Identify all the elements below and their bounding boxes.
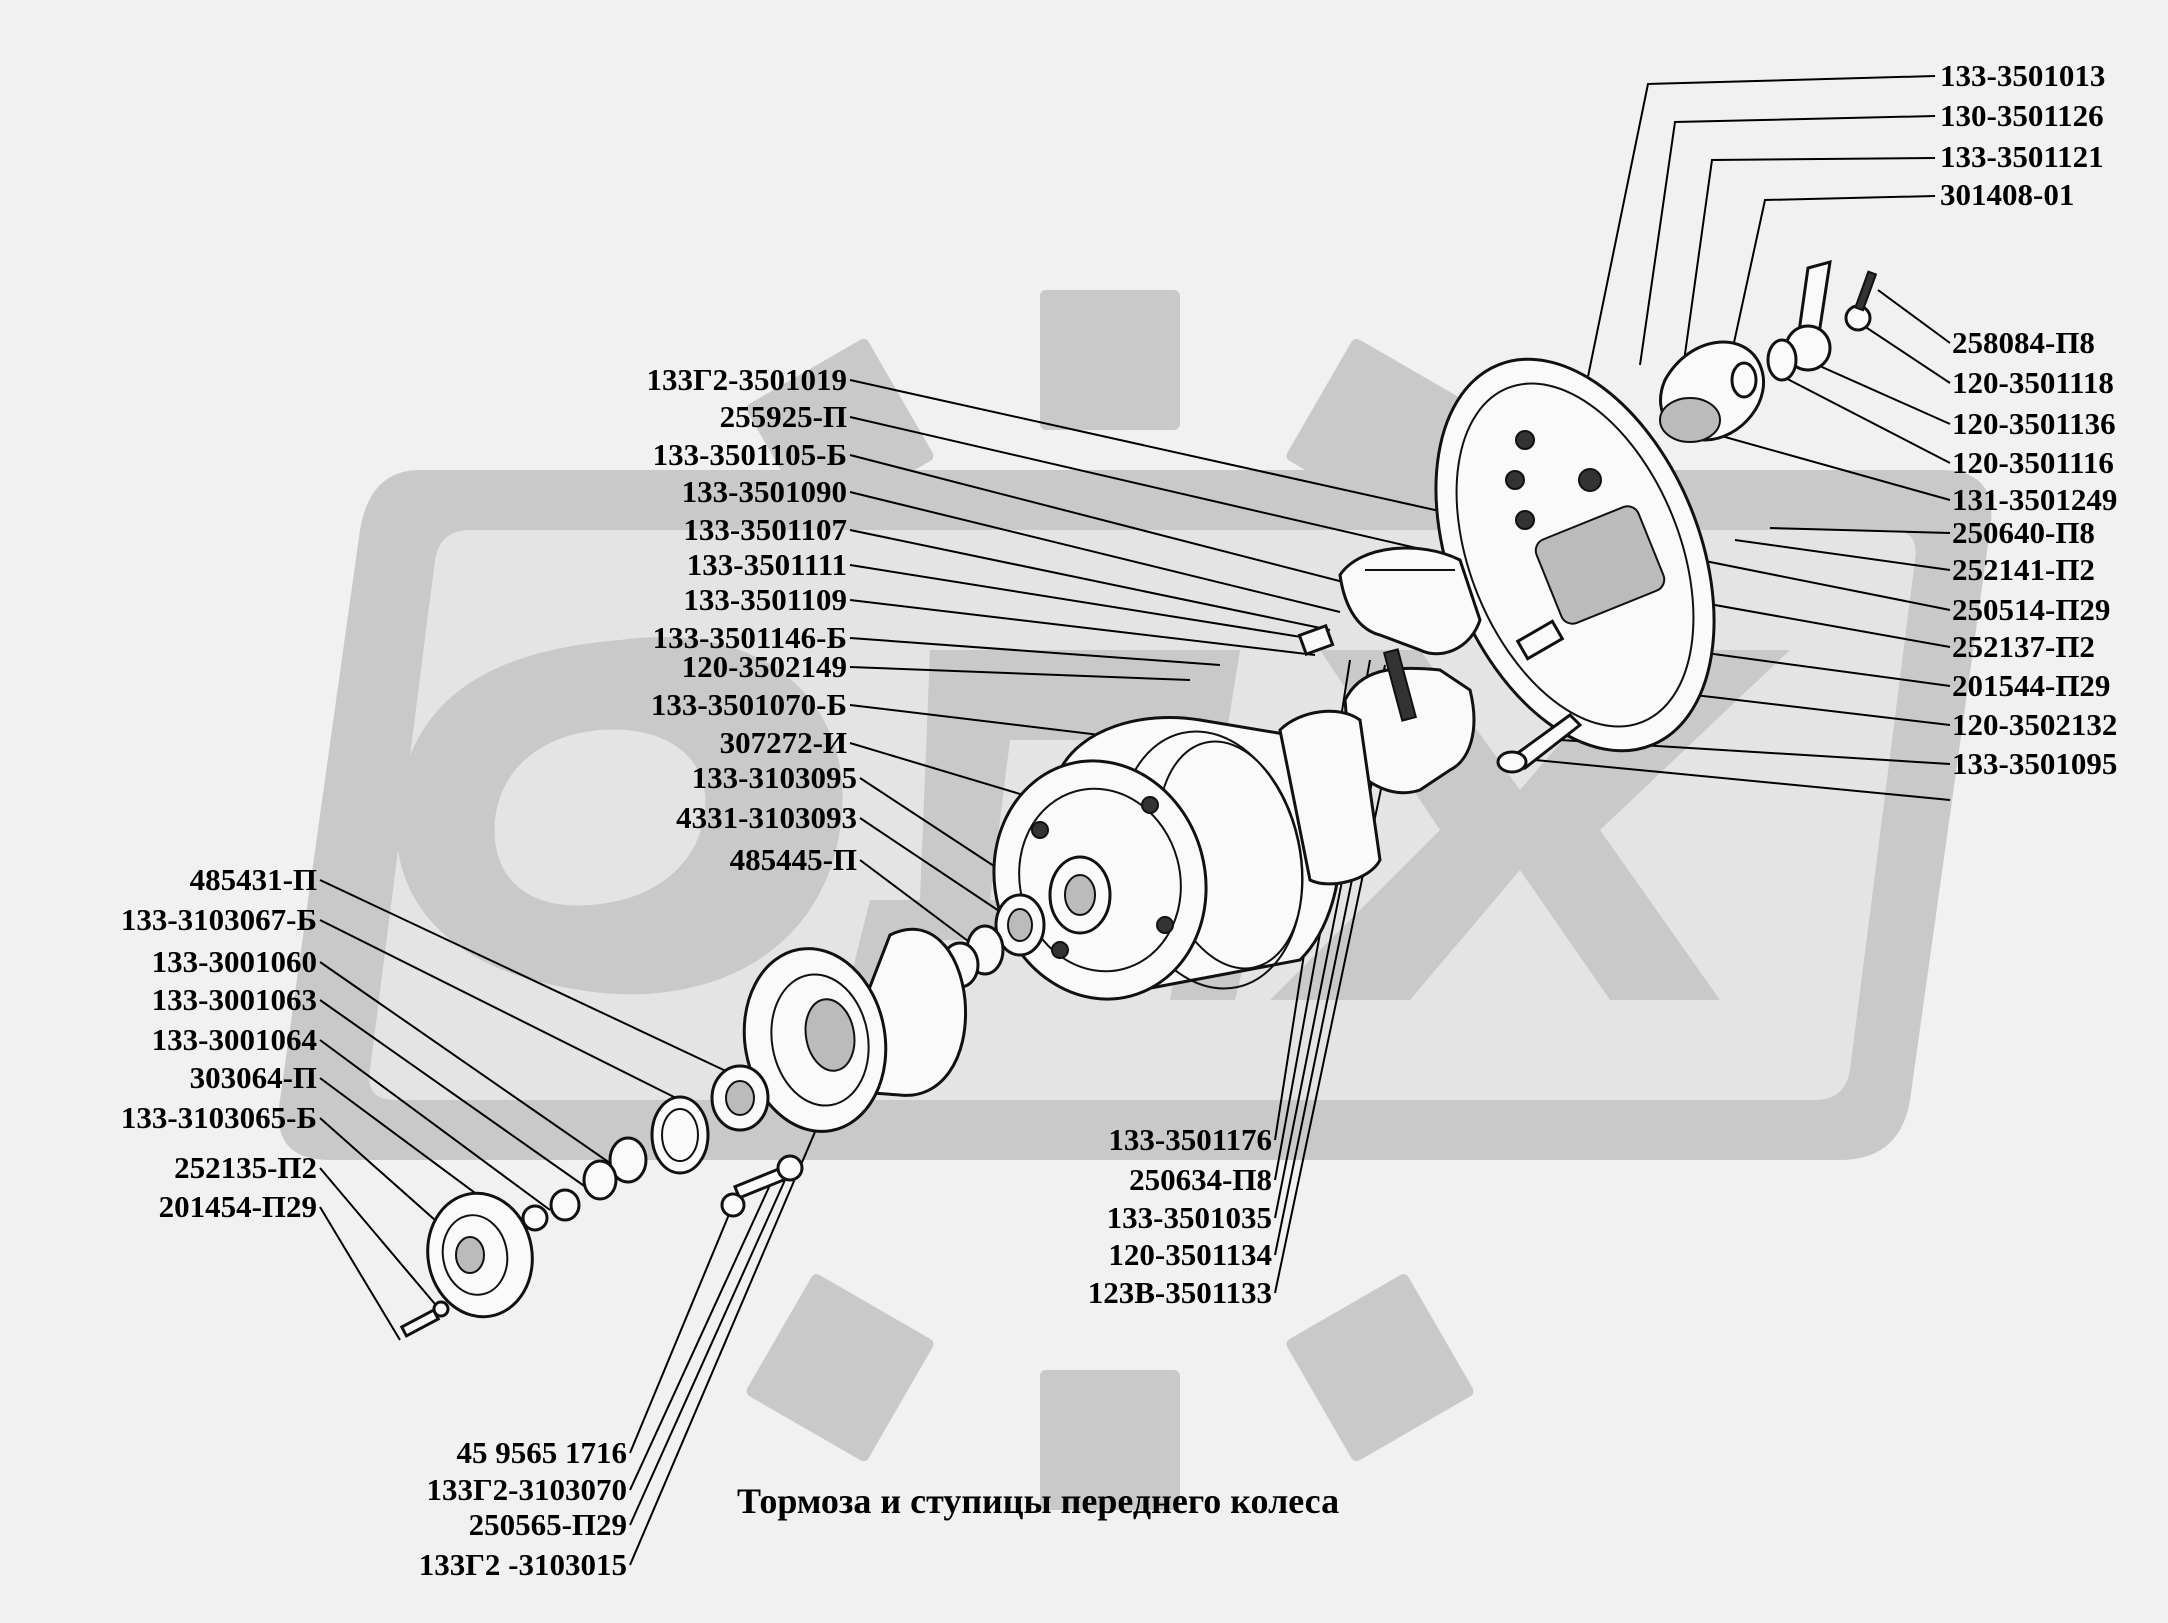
seal-ring bbox=[650, 1095, 710, 1175]
part-label: 120-3502149 bbox=[682, 649, 847, 684]
part-label: 252141-П2 bbox=[1952, 552, 2095, 587]
brake-shoe-upper bbox=[1338, 546, 1482, 656]
part-label: 133-3501111 bbox=[687, 547, 847, 582]
part-label: 133-3001060 bbox=[152, 944, 317, 979]
part-label: 133-3501090 bbox=[682, 474, 847, 509]
part-label: 120-3501136 bbox=[1952, 406, 2116, 441]
part-label: 255925-П bbox=[720, 399, 847, 434]
part-label: 120-3501118 bbox=[1952, 365, 2114, 400]
part-label: 301408-01 bbox=[1940, 177, 2074, 212]
part-label: 133-3501109 bbox=[683, 582, 847, 617]
part-label: 4331-3103093 bbox=[676, 800, 857, 835]
part-label: 133-3501121 bbox=[1940, 139, 2104, 174]
part-label: 133-3501070-Б bbox=[651, 687, 847, 722]
part-label: 201544-П29 bbox=[1952, 668, 2110, 703]
part-label: 133-3501013 bbox=[1940, 58, 2105, 93]
part-label: 252135-П2 bbox=[174, 1150, 317, 1185]
part-label: 133-3501107 bbox=[683, 512, 847, 547]
part-label: 307272-И bbox=[720, 725, 847, 760]
part-label: 250565-П29 bbox=[469, 1507, 627, 1542]
part-label: 258084-П8 bbox=[1952, 325, 2095, 360]
part-label: 252137-П2 bbox=[1952, 629, 2095, 664]
part-label: 201454-П29 bbox=[159, 1189, 317, 1224]
part-label: 133-3001063 bbox=[152, 982, 317, 1017]
cap-bolt bbox=[399, 1308, 441, 1338]
part-label: 133Г2-3103070 bbox=[426, 1472, 627, 1507]
part-label: 120-3501134 bbox=[1108, 1237, 1272, 1272]
part-label: 250514-П29 bbox=[1952, 592, 2110, 627]
part-label: 130-3501126 bbox=[1940, 98, 2104, 133]
part-labels: 133-3501013 130-3501126 133-3501121 3014… bbox=[121, 58, 2117, 1582]
part-label: 120-3501116 bbox=[1952, 445, 2114, 480]
part-label: 133-3103067-Б bbox=[121, 902, 317, 937]
part-label: 133-3501146-Б bbox=[653, 620, 847, 655]
part-label: 133-3001064 bbox=[152, 1022, 317, 1057]
part-label: 120-3502132 bbox=[1952, 707, 2117, 742]
part-label: 133-3501176 bbox=[1108, 1122, 1272, 1157]
part-label: 133-3501095 bbox=[1952, 746, 2117, 781]
part-label: 133-3501105-Б bbox=[653, 437, 847, 472]
part-label: 133-3103095 bbox=[692, 760, 857, 795]
parts bbox=[399, 259, 1878, 1338]
part-label: 133-3501035 bbox=[1107, 1200, 1272, 1235]
diagram-caption: Тормоза и ступицы переднего колеса bbox=[737, 1481, 1339, 1521]
part-label: 250634-П8 bbox=[1129, 1162, 1272, 1197]
part-label: 133-3103065-Б bbox=[121, 1100, 317, 1135]
brake-shoe-lower bbox=[1343, 666, 1476, 795]
part-label: 303064-П bbox=[190, 1060, 317, 1095]
part-label: 45 9565 1716 bbox=[457, 1435, 628, 1470]
part-label: 133Г2 -3103015 bbox=[419, 1547, 627, 1582]
part-label: 123В-3501133 bbox=[1088, 1275, 1272, 1310]
part-label: 485431-П bbox=[190, 862, 317, 897]
part-label: 133Г2-3501019 bbox=[646, 362, 847, 397]
part-label: 250640-П8 bbox=[1952, 515, 2095, 550]
part-label: 131-3501249 bbox=[1952, 482, 2117, 517]
part-label: 485445-П bbox=[730, 842, 857, 877]
